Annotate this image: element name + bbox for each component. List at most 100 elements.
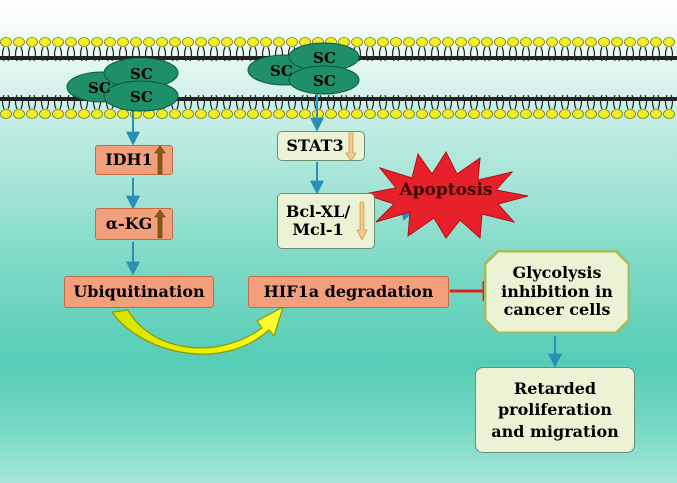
lipid-tail [527,46,531,62]
inhibition-bar [450,281,486,301]
glycolysis-label-3: cancer cells [503,300,611,320]
lipid-head [247,109,259,119]
lipid-tail [599,94,603,110]
lipid-tail [293,94,297,110]
lipid-tail [664,46,668,62]
akg-label: α-KG [105,213,153,233]
lipid-head [13,109,25,119]
lipid-head [91,109,103,119]
lipid-tail [202,46,206,62]
bcl-mcl-box: Bcl-XL/ Mcl-1 [277,193,375,249]
cell-membrane [0,37,677,119]
lipid-tail [7,46,11,62]
lipid-tail [501,94,505,110]
lipid-tail [1,94,5,110]
lipid-tail [27,46,31,62]
lipid-tail [540,46,544,62]
lipid-head [195,37,207,47]
lipid-head [364,109,376,119]
hif1a-label: HIF1a degradation [263,281,434,301]
lipid-tail [605,46,609,62]
lipid-tail [241,94,245,110]
lipid-tail [534,46,538,62]
sc-label: SC [313,49,336,67]
lipid-head [481,109,493,119]
lipid-tail [326,94,330,110]
apoptosis-starburst [362,150,529,240]
lipid-tail [449,46,453,62]
lipid-tail [339,94,343,110]
lipid-tail [79,46,83,62]
lipid-head [260,37,272,47]
lipid-tail [384,46,388,62]
lipid-head [403,37,415,47]
lipid-tail [14,46,18,62]
lipid-head [637,37,649,47]
lipid-tail [300,94,304,110]
lipid-tail [579,46,583,62]
lipid-tail [560,46,564,62]
lipid-tail [248,94,252,110]
bcl-label: Bcl-XL/ [285,201,351,221]
lipid-tail [605,94,609,110]
lipid-tail [14,94,18,110]
lipid-tail [651,46,655,62]
lipid-tail [365,94,369,110]
lipid-tail [592,46,596,62]
lipid-head [624,37,636,47]
glycolysis-shape [484,250,630,334]
lipid-tail [436,94,440,110]
lipid-tail [638,94,642,110]
lipid-tail [170,46,174,62]
glycolysis-label-2: inhibition in [501,281,613,301]
lipid-tail [495,46,499,62]
lipid-head [442,37,454,47]
sc-label: SC [313,72,336,90]
lipid-tail [586,46,590,62]
lipid-head [390,109,402,119]
lipid-tail [651,94,655,110]
lipid-head [494,37,506,47]
lipid-tail [404,94,408,110]
lipid-head [65,37,77,47]
lipid-tail [280,94,284,110]
lipid-tail [514,46,518,62]
lipid-tail [319,94,323,110]
lipid-tail [46,46,50,62]
lipid-head [104,37,116,47]
lipid-tail [618,46,622,62]
lipid-head [247,37,259,47]
lipid-tail [456,46,460,62]
lipid-tail [488,94,492,110]
lipid-head [156,37,168,47]
lipid-head [559,109,571,119]
lipid-head [65,109,77,119]
lipid-tail [7,94,11,110]
lipid-head [520,109,532,119]
lipid-head [520,37,532,47]
lipid-tail [241,46,245,62]
sc-cluster-1: SC SC SC [66,57,179,112]
lipid-tail [410,46,414,62]
lipid-head [429,109,441,119]
lipid-head [117,37,129,47]
lipid-head [455,109,467,119]
lipid-tail [521,94,525,110]
retarded-label-2: proliferation [497,400,613,420]
lipid-tail [631,94,635,110]
lipid-tail [66,46,70,62]
lipid-tail [176,46,180,62]
lipid-tail [267,94,271,110]
lipid-head [117,109,129,119]
lipid-tail [20,94,24,110]
lipid-tail [592,94,596,110]
ubiquitination-box: Ubiquitination [64,276,214,308]
lipid-tail [534,94,538,110]
lipid-tail [53,94,57,110]
lipid-head [26,109,38,119]
lipid-head [351,109,363,119]
lipid-head [507,37,519,47]
lipid-head [13,37,25,47]
lipid-tail [670,94,674,110]
